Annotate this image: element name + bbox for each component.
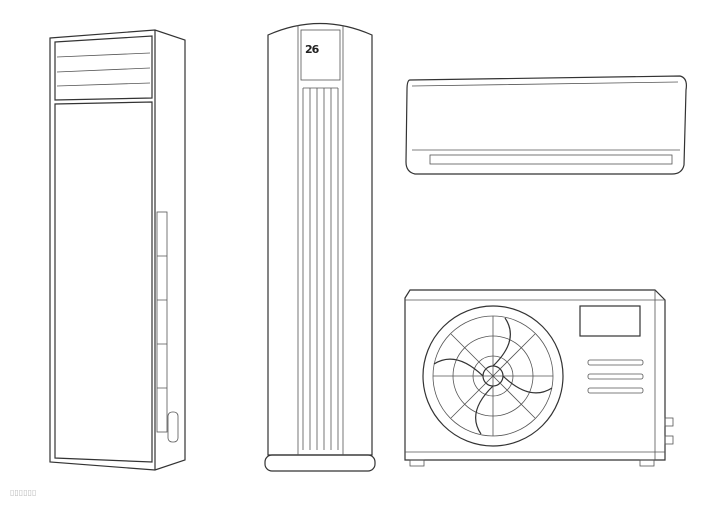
floor-cabinet-ac <box>49 29 186 471</box>
watermark: ▯▯▯▯▯▯ <box>10 488 37 497</box>
wall-split-ac <box>405 75 687 175</box>
tower-temperature-display: 26 <box>305 43 319 56</box>
outdoor-condenser-unit <box>404 289 674 467</box>
tower-ac <box>264 22 376 472</box>
